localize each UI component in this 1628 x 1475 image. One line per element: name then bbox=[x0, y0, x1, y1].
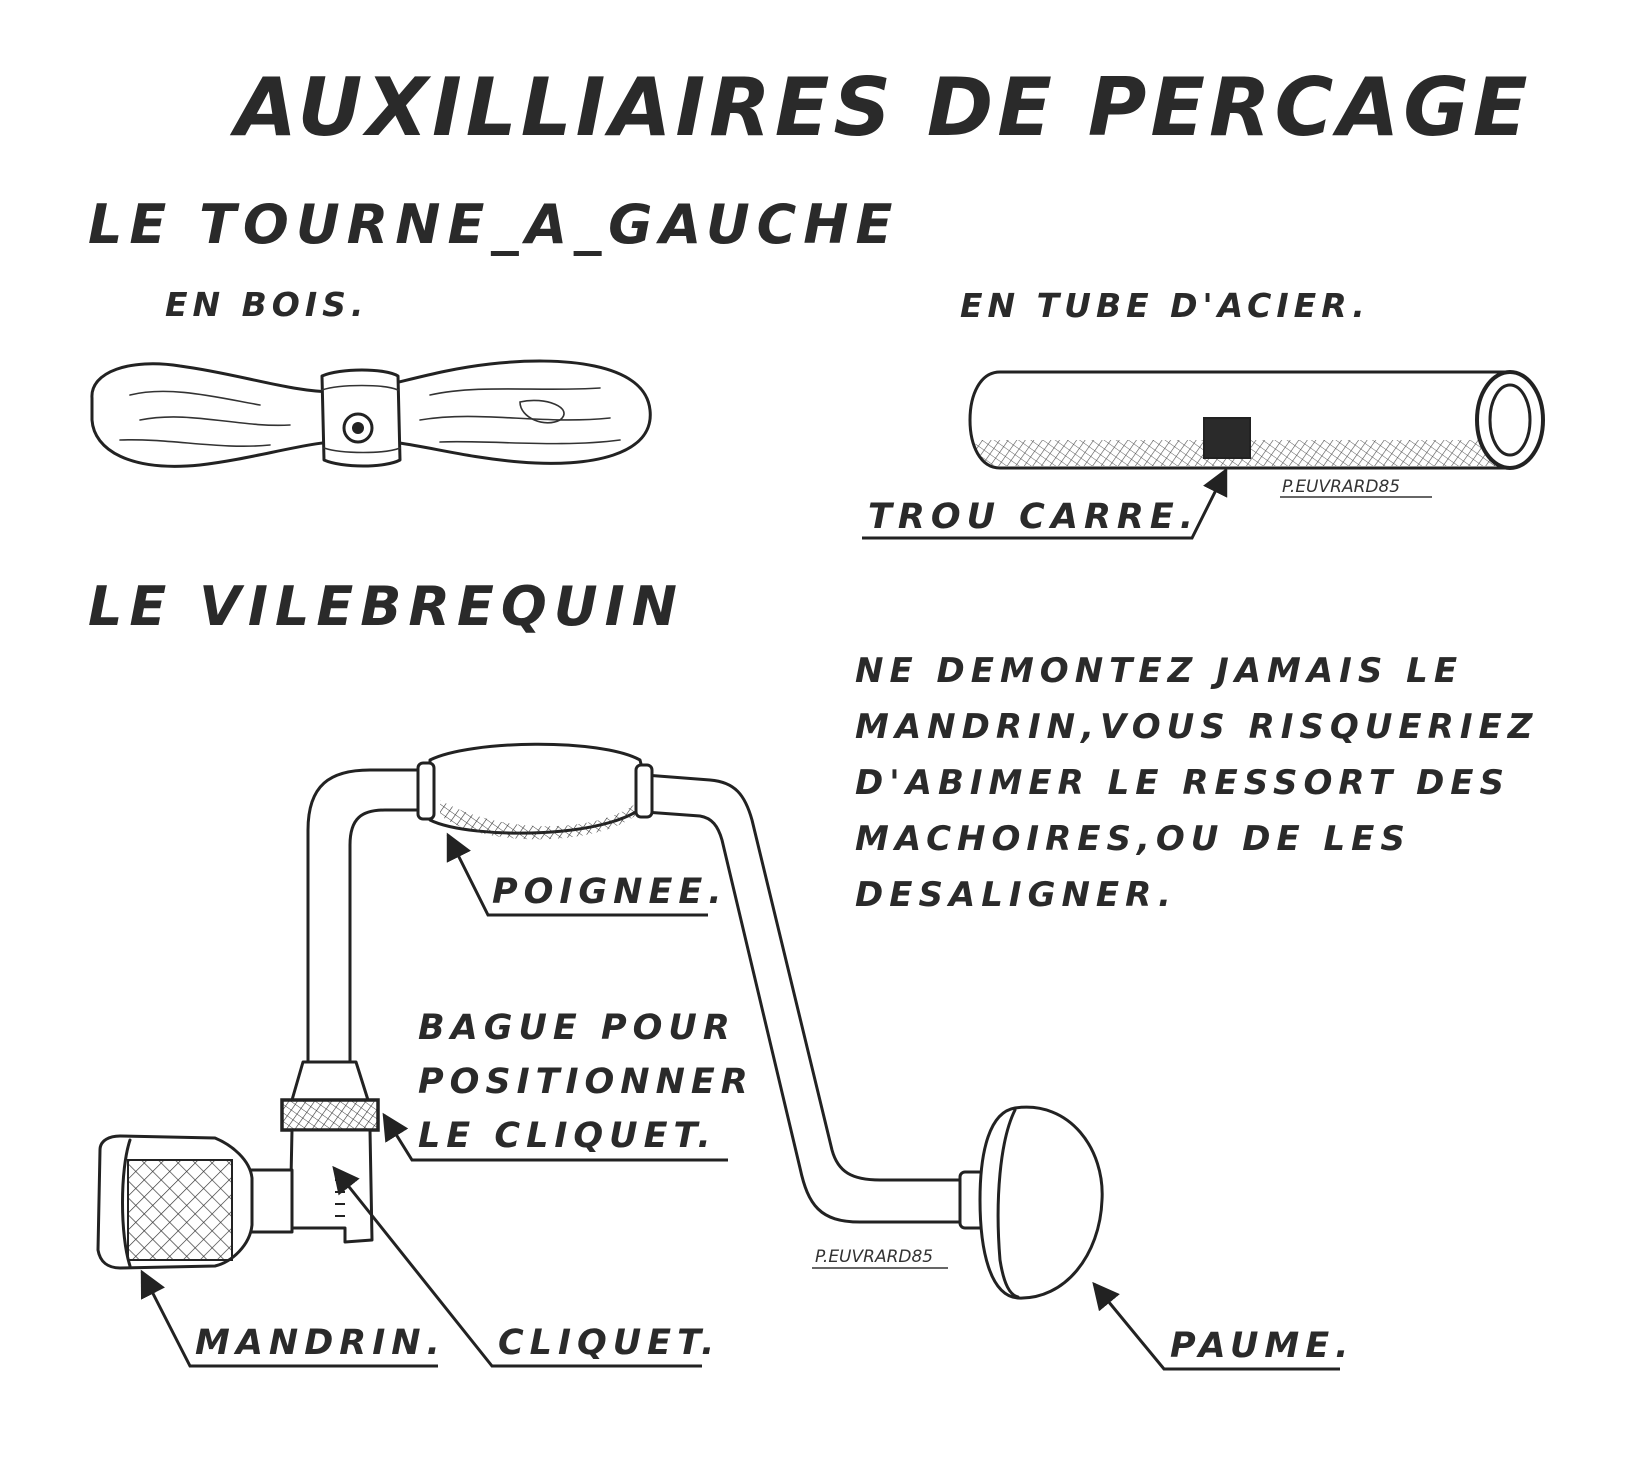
leader-mandrin bbox=[140, 1269, 438, 1368]
leader-poignee bbox=[446, 832, 708, 917]
section-heading-tourne-a-gauche: LE TOURNE_A_GAUCHE bbox=[88, 193, 899, 256]
warning-line-3: D'ABIMER LE RESSORT DES bbox=[855, 763, 1510, 803]
wooden-tap-wrench-illustration bbox=[90, 359, 652, 468]
signature-brace: P.EUVRARD85 bbox=[815, 1247, 933, 1267]
steel-tube-tap-wrench-illustration bbox=[968, 370, 1545, 470]
warning-note: NE DEMONTEZ JAMAIS LE MANDRIN,VOUS RISQU… bbox=[855, 651, 1538, 915]
leader-cliquet bbox=[332, 1165, 702, 1368]
warning-line-4: MACHOIRES,OU DE LES bbox=[855, 819, 1411, 859]
page-title: AUXILLIAIRES DE PERCAGE bbox=[229, 61, 1532, 154]
label-en-bois: EN BOIS. bbox=[165, 285, 368, 324]
label-cliquet: CLIQUET. bbox=[498, 1323, 720, 1363]
label-bague-line-2: POSITIONNER bbox=[418, 1062, 754, 1102]
label-trou-carre: TROU CARRE. bbox=[868, 497, 1199, 537]
section-heading-vilebrequin: LE VILEBREQUIN bbox=[88, 575, 684, 638]
label-mandrin: MANDRIN. bbox=[195, 1323, 446, 1363]
leader-bague bbox=[382, 1112, 728, 1162]
label-bague-line-1: BAGUE POUR bbox=[418, 1008, 736, 1048]
label-bague-line-3: LE CLIQUET. bbox=[418, 1116, 717, 1156]
brace-illustration bbox=[96, 742, 1104, 1300]
leader-paume bbox=[1092, 1281, 1340, 1371]
signature-tube: P.EUVRARD85 bbox=[1282, 477, 1400, 497]
leader-trou-carre bbox=[862, 467, 1228, 540]
warning-line-2: MANDRIN,VOUS RISQUERIEZ bbox=[855, 707, 1538, 747]
warning-line-5: DESALIGNER. bbox=[855, 875, 1177, 915]
label-poignee: POIGNEE. bbox=[492, 872, 728, 912]
label-paume: PAUME. bbox=[1170, 1326, 1354, 1366]
warning-line-1: NE DEMONTEZ JAMAIS LE bbox=[855, 651, 1463, 691]
label-en-tube-acier: EN TUBE D'ACIER. bbox=[960, 286, 1370, 325]
